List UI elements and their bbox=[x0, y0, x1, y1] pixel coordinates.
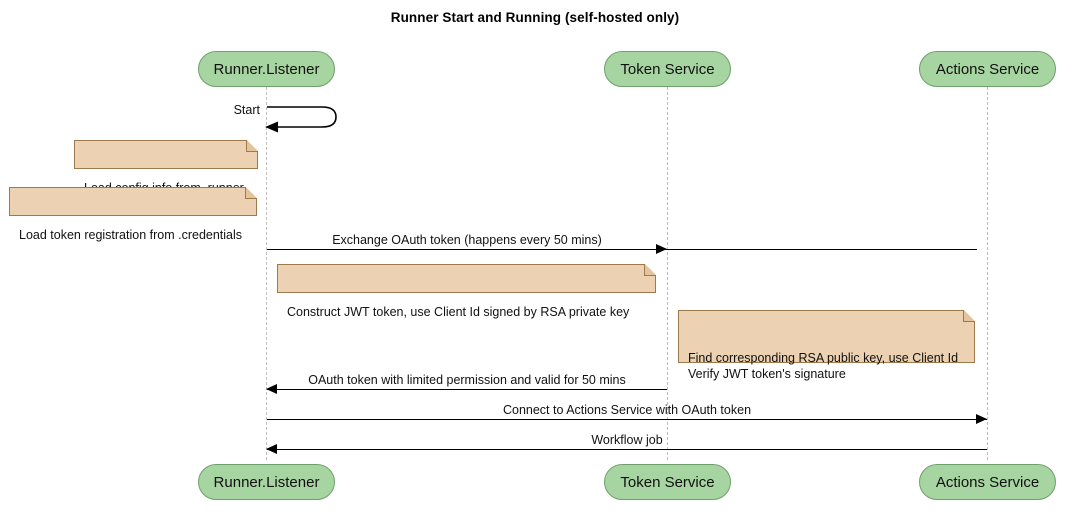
participant-runner-bottom-label: Runner.Listener bbox=[213, 473, 320, 491]
message-oauth-token-return-arrowhead bbox=[266, 384, 277, 394]
note-verify-jwt-text: Find corresponding RSA public key, use C… bbox=[688, 351, 959, 381]
diagram-title: Runner Start and Running (self-hosted on… bbox=[390, 10, 680, 25]
message-workflow-job-line bbox=[267, 449, 987, 450]
note-fold-icon bbox=[245, 186, 258, 199]
participant-actions-top[interactable]: Actions Service bbox=[919, 51, 1056, 87]
self-message-start-label: Start bbox=[233, 103, 260, 117]
message-oauth-token-return-line bbox=[267, 389, 667, 390]
message-exchange-oauth-token-line bbox=[267, 249, 977, 250]
note-construct-jwt: Construct JWT token, use Client Id signe… bbox=[277, 263, 657, 319]
participant-actions-bottom[interactable]: Actions Service bbox=[919, 464, 1056, 500]
note-verify-jwt: Find corresponding RSA public key, use C… bbox=[678, 309, 976, 381]
note-fold-icon bbox=[644, 263, 657, 276]
note-fold-icon bbox=[246, 139, 259, 152]
lifeline-actions bbox=[987, 87, 988, 460]
participant-runner-top-label: Runner.Listener bbox=[213, 60, 320, 78]
note-construct-jwt-text: Construct JWT token, use Client Id signe… bbox=[287, 305, 630, 319]
participant-actions-top-label: Actions Service bbox=[935, 60, 1040, 78]
participant-token-bottom[interactable]: Token Service bbox=[604, 464, 731, 500]
participant-actions-bottom-label: Actions Service bbox=[935, 473, 1040, 491]
participant-token-bottom-label: Token Service bbox=[620, 473, 715, 491]
message-workflow-job-arrowhead bbox=[266, 444, 277, 454]
self-message-start-arrow bbox=[265, 106, 337, 133]
message-exchange-oauth-token-arrowhead bbox=[656, 244, 667, 254]
message-oauth-token-return-label: OAuth token with limited permission and … bbox=[308, 373, 626, 387]
message-workflow-job-label: Workflow job bbox=[591, 433, 663, 447]
lifeline-runner bbox=[266, 87, 267, 460]
participant-token-top[interactable]: Token Service bbox=[604, 51, 731, 87]
message-connect-actions-service-line bbox=[267, 419, 987, 420]
lifeline-token bbox=[667, 87, 668, 460]
participant-token-top-label: Token Service bbox=[620, 60, 715, 78]
participant-runner-bottom[interactable]: Runner.Listener bbox=[198, 464, 335, 500]
message-connect-actions-service-arrowhead bbox=[976, 414, 987, 424]
participant-runner-top[interactable]: Runner.Listener bbox=[198, 51, 335, 87]
note-fold-icon bbox=[963, 309, 976, 322]
message-connect-actions-service-label: Connect to Actions Service with OAuth to… bbox=[502, 403, 752, 417]
note-load-token-registration-text: Load token registration from .credential… bbox=[19, 228, 243, 242]
note-load-token-registration: Load token registration from .credential… bbox=[9, 186, 258, 242]
note-load-config: Load config info from .runner bbox=[74, 139, 259, 195]
message-exchange-oauth-token-label: Exchange OAuth token (happens every 50 m… bbox=[332, 233, 602, 247]
